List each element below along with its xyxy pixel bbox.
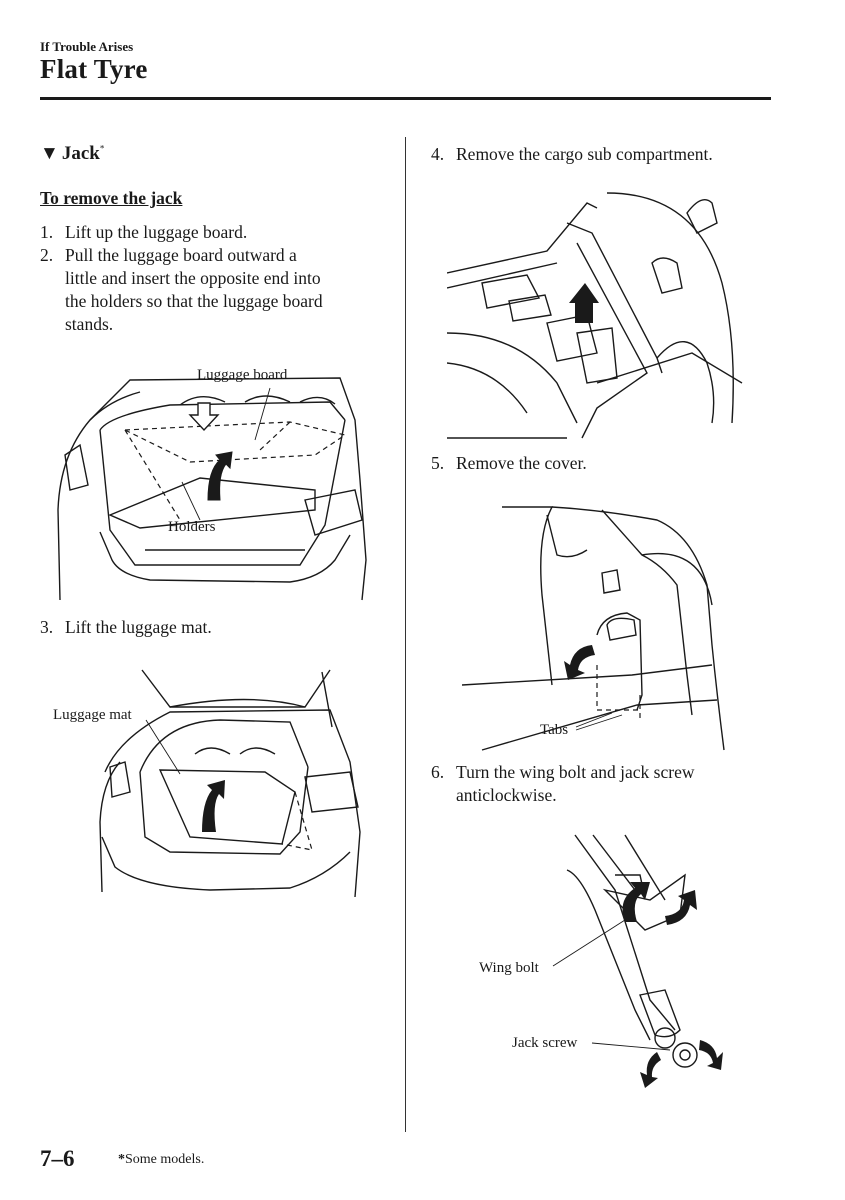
step-text-line: Turn the wing bolt and jack screw — [456, 762, 695, 782]
step-6: 6. Turn the wing bolt and jack screw ant… — [431, 761, 771, 807]
footnote: *Some models. — [118, 1152, 204, 1168]
step-number: 2. — [40, 245, 54, 265]
subheading: To remove the jack — [40, 188, 183, 208]
step-text: Remove the cargo sub compartment. — [456, 144, 713, 164]
step-text-line: the holders so that the luggage board — [65, 291, 323, 311]
step-3: 3. Lift the luggage mat. — [40, 616, 390, 639]
step-text-line: stands. — [65, 314, 114, 334]
section-label: If Trouble Arises — [40, 39, 134, 54]
jack-screw-label: Jack screw — [512, 1035, 578, 1051]
step-text: Lift the luggage mat. — [65, 617, 212, 637]
step-5: 5. Remove the cover. — [431, 452, 771, 475]
step-number: 6. — [431, 762, 445, 782]
asterisk-marker: * — [99, 143, 105, 154]
tabs-label: Tabs — [540, 722, 568, 738]
step-number: 3. — [40, 617, 54, 637]
jack-figure: Wing bolt Jack screw — [475, 830, 735, 1090]
luggage-board-label: Luggage board — [197, 367, 288, 383]
wing-bolt-label: Wing bolt — [479, 960, 540, 976]
step-text: Remove the cover. — [456, 453, 587, 473]
footnote-text: Some models. — [125, 1152, 205, 1167]
step-number: 4. — [431, 144, 445, 164]
step-text-line: little and insert the opposite end into — [65, 268, 321, 288]
step-1: 1. Lift up the luggage board. — [40, 221, 390, 244]
luggage-board-figure: Luggage board Holders — [50, 360, 370, 612]
triangle-marker-icon: ▼ — [40, 143, 59, 164]
title-rule — [40, 97, 771, 100]
step-text-line: Pull the luggage board outward a — [65, 245, 297, 265]
step-text: Lift up the luggage board. — [65, 222, 248, 242]
luggage-mat-figure: Luggage mat — [50, 662, 370, 917]
cover-figure: Tabs — [462, 495, 737, 755]
step-text-line: anticlockwise. — [456, 785, 557, 805]
column-divider — [405, 137, 406, 1132]
step-2: 2. Pull the luggage board outward a litt… — [40, 244, 390, 336]
jack-heading: ▼Jack* — [40, 143, 104, 165]
luggage-mat-label: Luggage mat — [53, 707, 133, 723]
page-title: Flat Tyre — [40, 54, 148, 84]
step-4: 4. Remove the cargo sub compartment. — [431, 143, 771, 166]
page-number: 7–6 — [40, 1146, 75, 1171]
step-number: 5. — [431, 453, 445, 473]
footnote-marker: * — [118, 1152, 125, 1167]
cargo-sub-compartment-figure — [447, 183, 747, 448]
heading-text: Jack — [61, 143, 100, 164]
step-number: 1. — [40, 222, 54, 242]
steps-list: 1. Lift up the luggage board. 2. Pull th… — [40, 221, 390, 336]
holders-label: Holders — [168, 519, 216, 535]
